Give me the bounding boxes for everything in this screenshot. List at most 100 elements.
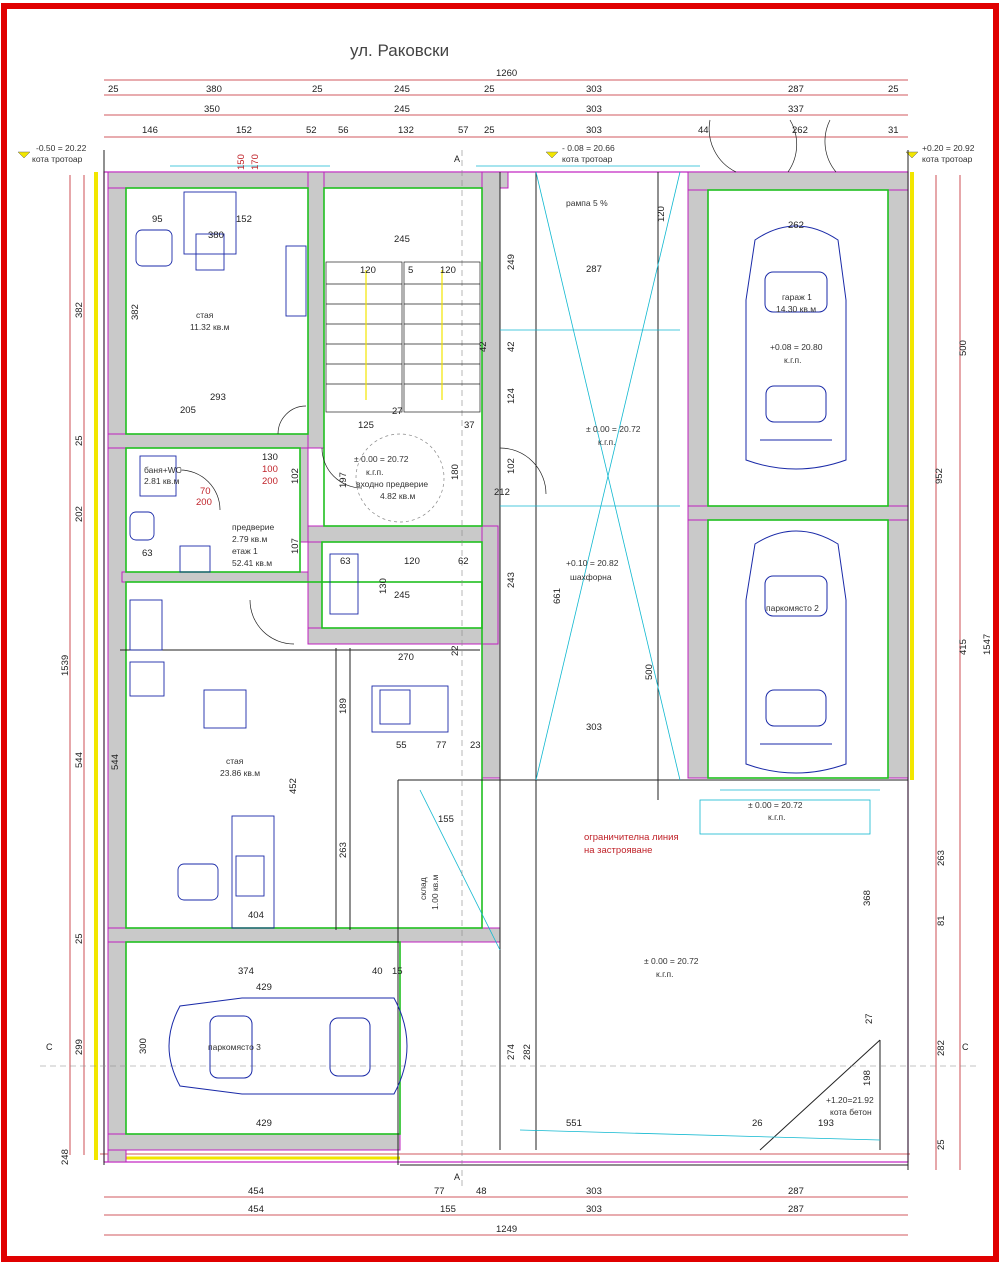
svg-text:25: 25 bbox=[74, 435, 85, 446]
svg-text:452: 452 bbox=[288, 778, 299, 794]
svg-text:454: 454 bbox=[248, 1186, 264, 1197]
svg-text:25: 25 bbox=[936, 1139, 947, 1150]
inner-dimensions: 95 152 380 382 293 205 150 170 245 120 5… bbox=[110, 154, 875, 1129]
svg-text:429: 429 bbox=[256, 982, 272, 993]
svg-text:155: 155 bbox=[438, 814, 454, 825]
svg-text:380: 380 bbox=[208, 230, 224, 241]
dim-t4: 245 bbox=[394, 84, 410, 95]
svg-text:77: 77 bbox=[434, 1186, 445, 1197]
svg-text:382: 382 bbox=[74, 302, 85, 318]
left-dimension-lines bbox=[69, 175, 85, 1155]
level-shaft: +0.10 = 20.82 шахфорна bbox=[566, 558, 619, 582]
dim-overall-top: 1260 bbox=[496, 68, 517, 79]
dim-t19: 25 bbox=[484, 125, 495, 136]
svg-text:243: 243 bbox=[506, 572, 517, 588]
house-walls bbox=[107, 171, 909, 1163]
svg-text:303: 303 bbox=[586, 1186, 602, 1197]
svg-text:200: 200 bbox=[262, 476, 278, 487]
room-stan-2: стая 23.86 кв.м bbox=[220, 756, 260, 778]
svg-text:454: 454 bbox=[248, 1204, 264, 1215]
level-zero-3: ± 0.00 = 20.72 к.г.п. bbox=[748, 800, 803, 822]
svg-text:197: 197 bbox=[338, 472, 349, 488]
dim-t20: 303 bbox=[586, 125, 602, 136]
svg-text:404: 404 bbox=[248, 910, 264, 921]
svg-text:+0.20 = 20.92: +0.20 = 20.92 bbox=[922, 143, 975, 153]
svg-text:293: 293 bbox=[210, 392, 226, 403]
dim-t17: 132 bbox=[398, 125, 414, 136]
svg-text:287: 287 bbox=[788, 1186, 804, 1197]
svg-text:2.81 кв.м: 2.81 кв.м bbox=[144, 476, 180, 486]
svg-text:+0.08 = 20.80: +0.08 = 20.80 bbox=[770, 342, 823, 352]
dim-t23: 31 bbox=[888, 125, 899, 136]
svg-text:77: 77 bbox=[436, 740, 447, 751]
svg-text:63: 63 bbox=[142, 548, 153, 559]
svg-text:202: 202 bbox=[74, 506, 85, 522]
staircase bbox=[325, 261, 481, 413]
svg-text:+0.10 = 20.82: +0.10 = 20.82 bbox=[566, 558, 619, 568]
svg-text:25: 25 bbox=[74, 933, 85, 944]
bottom-dimension-lines bbox=[104, 1196, 908, 1236]
svg-text:152: 152 bbox=[236, 214, 252, 225]
svg-text:кота тротоар: кота тротоар bbox=[922, 154, 973, 164]
dim-t16: 56 bbox=[338, 125, 349, 136]
room-storage: склад 1.00 кв.м bbox=[418, 874, 440, 910]
level-ramp: рампа 5 % bbox=[566, 198, 608, 208]
svg-text:125: 125 bbox=[358, 420, 374, 431]
svg-text:287: 287 bbox=[586, 264, 602, 275]
svg-text:11.32 кв.м: 11.32 кв.м bbox=[190, 322, 230, 332]
level-top-right: +0.20 = 20.92 кота тротоар bbox=[905, 143, 975, 164]
top-dims-row3: 146 152 52 56 132 57 25 303 44 262 31 bbox=[142, 125, 899, 136]
top-dimension-lines bbox=[104, 79, 908, 138]
bottom-dims: 454 77 48 303 287 454 155 303 287 1249 bbox=[248, 1186, 804, 1235]
level-zero-2: ± 0.00 = 20.72 к.г.п. bbox=[354, 454, 409, 477]
svg-text:150: 150 bbox=[236, 154, 247, 170]
svg-text:- 0.08 = 20.66: - 0.08 = 20.66 bbox=[562, 143, 615, 153]
svg-text:22: 22 bbox=[450, 645, 461, 656]
svg-text:паркомясто 3: паркомясто 3 bbox=[208, 1042, 261, 1052]
svg-text:270: 270 bbox=[398, 652, 414, 663]
level-zero-4: ± 0.00 = 20.72 к.г.п. bbox=[644, 956, 699, 979]
street-name: ул. Раковски bbox=[350, 41, 449, 60]
room-parking-3: паркомясто 3 bbox=[208, 1042, 261, 1052]
dim-t11: 303 bbox=[586, 104, 602, 115]
svg-text:287: 287 bbox=[788, 1204, 804, 1215]
dim-t14: 152 bbox=[236, 125, 252, 136]
dim-t12: 337 bbox=[788, 104, 804, 115]
svg-text:к.г.п.: к.г.п. bbox=[598, 437, 615, 447]
limit-line-label: ограничителна линия на застрояване bbox=[584, 832, 679, 856]
svg-text:23.86 кв.м: 23.86 кв.м bbox=[220, 768, 260, 778]
svg-text:303: 303 bbox=[586, 722, 602, 733]
section-marker-c-left: C bbox=[46, 1042, 53, 1052]
svg-text:стая: стая bbox=[226, 756, 244, 766]
svg-text:26: 26 bbox=[752, 1118, 763, 1129]
svg-text:544: 544 bbox=[74, 752, 85, 768]
svg-text:на застрояване: на застрояване bbox=[584, 845, 652, 856]
svg-text:14.30 кв.м: 14.30 кв.м bbox=[776, 304, 816, 314]
svg-text:70: 70 bbox=[200, 486, 211, 497]
svg-text:102: 102 bbox=[290, 468, 301, 484]
svg-text:паркомясто 2: паркомясто 2 bbox=[766, 603, 819, 613]
svg-text:262: 262 bbox=[788, 220, 804, 231]
dim-t22: 262 bbox=[792, 125, 808, 136]
svg-text:к.г.п.: к.г.п. bbox=[784, 355, 801, 365]
svg-text:107: 107 bbox=[290, 538, 301, 554]
svg-text:42: 42 bbox=[478, 341, 489, 352]
svg-text:198: 198 bbox=[862, 1070, 873, 1086]
svg-text:кота бетон: кота бетон bbox=[830, 1107, 872, 1117]
sheet-border bbox=[1, 3, 999, 1262]
svg-text:± 0.00 = 20.72: ± 0.00 = 20.72 bbox=[748, 800, 803, 810]
svg-text:81: 81 bbox=[936, 915, 947, 926]
dim-t18: 57 bbox=[458, 125, 469, 136]
room-parking-2: паркомясто 2 bbox=[766, 603, 819, 613]
svg-text:102: 102 bbox=[506, 458, 517, 474]
svg-text:299: 299 bbox=[74, 1039, 85, 1055]
svg-text:37: 37 bbox=[464, 420, 475, 431]
svg-text:544: 544 bbox=[110, 754, 121, 770]
car-parking-2 bbox=[745, 530, 847, 774]
svg-text:374: 374 bbox=[238, 966, 254, 977]
svg-text:55: 55 bbox=[396, 740, 407, 751]
svg-text:5: 5 bbox=[408, 265, 413, 276]
svg-text:952: 952 bbox=[934, 468, 945, 484]
svg-text:100: 100 bbox=[262, 464, 278, 475]
